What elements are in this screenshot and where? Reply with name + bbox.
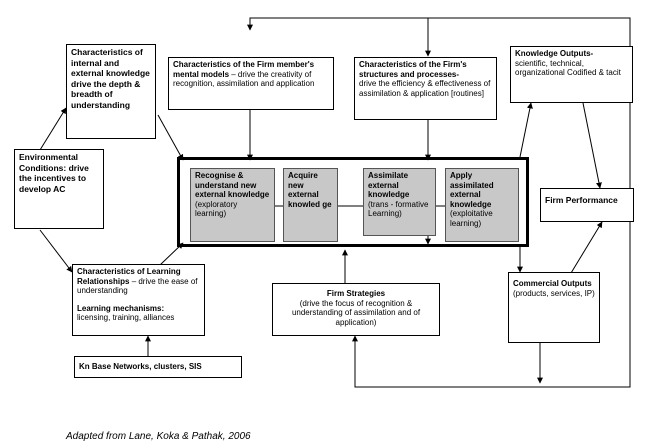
learning-relationships-text: – drive the ease of understanding bbox=[77, 276, 198, 296]
env-to-internal-arrow bbox=[39, 107, 67, 151]
internal-to-core-arrow bbox=[157, 114, 184, 161]
source-caption: Adapted from Lane, Koka & Pathak, 2006 bbox=[66, 431, 251, 442]
structures-processes-title: Characteristics of the Firm's structures… bbox=[359, 60, 467, 79]
acquire-box: Acquire new external knowled ge bbox=[283, 168, 338, 242]
apply-text: (exploitative learning) bbox=[450, 209, 493, 228]
assimilate-title: Assimilate external knowledge bbox=[368, 171, 410, 199]
structures-processes-text: drive the efficiency & effectiveness of … bbox=[359, 79, 491, 98]
kn-base-box: Kn Base Networks, clusters, SIS bbox=[74, 356, 242, 378]
firm-strategies-box: Firm Strategies (drive the focus of reco… bbox=[272, 283, 440, 336]
learning-relationships-title: Characteristics of Learning Relationship… bbox=[77, 267, 181, 286]
mental-models-title: Characteristics of the Firm member's men… bbox=[173, 60, 315, 79]
kn-base-title: Kn Base Networks, clusters, SIS bbox=[79, 362, 202, 371]
assimilate-box: Assimilate external knowledge (trans - f… bbox=[363, 168, 436, 236]
firm-strategies-text: (drive the focus of recognition & unders… bbox=[291, 298, 421, 327]
acquire-title: Acquire new external knowled ge bbox=[288, 171, 332, 209]
internal-external-knowledge-box: Characteristics of internal and external… bbox=[66, 44, 156, 139]
structures-processes-box: Characteristics of the Firm's structures… bbox=[354, 57, 497, 120]
knowledge-to-performance-arrow bbox=[582, 102, 602, 189]
environmental-conditions-text: Environmental Conditions: drive the ince… bbox=[19, 152, 89, 194]
commercial-to-performance-arrow bbox=[567, 221, 603, 279]
environmental-conditions-box: Environmental Conditions: drive the ince… bbox=[14, 149, 104, 229]
recognise-title: Recognise & understand new external know… bbox=[195, 171, 270, 199]
mental-models-text: – drive the creativity of recognition, a… bbox=[173, 69, 315, 89]
absorptive-capacity-core-frame bbox=[177, 157, 529, 247]
bottom-loop-line bbox=[352, 80, 631, 388]
recognise-box: Recognise & understand new external know… bbox=[190, 168, 275, 242]
apply-box: Apply assimilated external knowledge (ex… bbox=[445, 168, 519, 242]
knowledge-outputs-box: Knowledge Outputs- scientific, technical… bbox=[510, 46, 633, 103]
learning-relationships-box: Characteristics of Learning Relationship… bbox=[72, 264, 205, 336]
firm-performance-title: Firm Performance bbox=[545, 195, 618, 205]
core-to-knowledge-arrow bbox=[519, 102, 533, 158]
commercial-outputs-box: Commercial Outputs (products, services, … bbox=[508, 272, 600, 343]
recognise-text: (exploratory learning) bbox=[195, 199, 238, 219]
mental-models-box: Characteristics of the Firm member's men… bbox=[168, 57, 334, 110]
commercial-outputs-title: Commercial Outputs bbox=[513, 279, 592, 288]
knowledge-outputs-text: scientific, technical, organizational Co… bbox=[515, 58, 621, 78]
learning-mechanisms-text: licensing, training, alliances bbox=[77, 313, 175, 322]
internal-external-knowledge-text: Characteristics of internal and external… bbox=[71, 47, 150, 110]
knowledge-outputs-title: Knowledge Outputs- bbox=[515, 49, 594, 58]
assimilate-text: (trans - formative Learning) bbox=[368, 199, 429, 219]
apply-title: Apply assimilated external knowledge bbox=[450, 171, 494, 209]
firm-strategies-title: Firm Strategies bbox=[326, 289, 386, 298]
firm-performance-box: Firm Performance bbox=[540, 188, 634, 222]
env-to-learning-arrow bbox=[39, 229, 73, 273]
learning-mechanisms-title: Learning mechanisms: bbox=[77, 303, 165, 313]
commercial-outputs-text: (products, services, IP) bbox=[513, 288, 595, 298]
top-loop-line bbox=[247, 17, 631, 46]
